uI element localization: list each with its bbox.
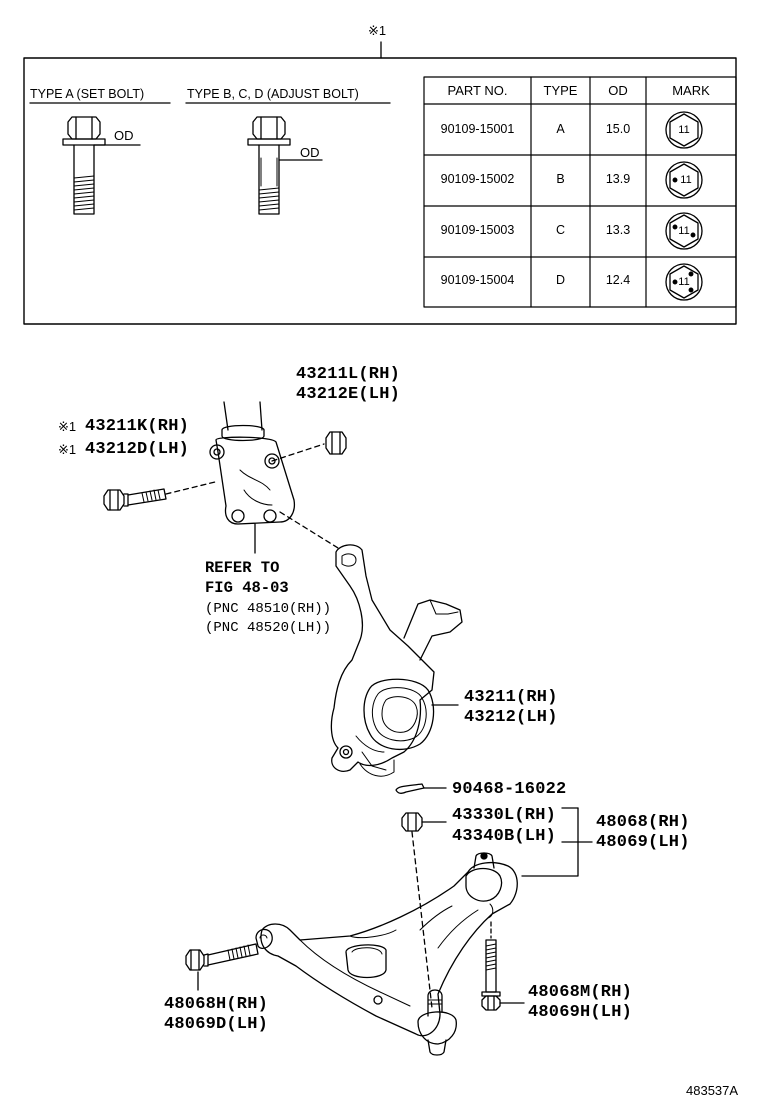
pnc-rh-label: (PNC 48510(RH)) — [205, 601, 332, 617]
rear-bolt-drawing — [481, 921, 525, 1011]
mark-d-icon — [665, 263, 703, 301]
figure-id: 483537A — [686, 1083, 739, 1098]
strut-nut-lh-callout: 43212E(LH) — [296, 385, 401, 404]
refer-fig-label: FIG 48-03 — [205, 579, 289, 597]
cotter-pin-callout: 90468-16022 — [452, 780, 567, 799]
strut-knuckle-leader — [279, 511, 339, 549]
lower-control-arm-drawing — [255, 852, 518, 1056]
rear-bolt-lh-callout: 48069H(LH) — [528, 1003, 633, 1022]
rear-bolt-rh-callout: 48068M(RH) — [528, 983, 633, 1002]
strut-bolt-note-mark: ※1 — [58, 419, 77, 434]
table-header-type: TYPE — [543, 83, 578, 98]
table-cell-od: 12.4 — [605, 273, 631, 287]
mark-c-icon — [665, 212, 703, 250]
arm-callout-bracket — [521, 807, 593, 877]
table-cell-part-no: 90109-15002 — [440, 172, 515, 186]
front-bolt-rh-callout: 48068H(RH) — [164, 995, 269, 1014]
mark-a-icon — [665, 111, 703, 149]
table-cell-part-no: 90109-15003 — [440, 223, 515, 237]
table-cell-od: 13.9 — [605, 172, 631, 186]
table-header-od: OD — [608, 83, 628, 98]
table-cell-type: B — [556, 172, 565, 186]
table-cell-type: D — [555, 273, 566, 287]
type-a-bolt-drawing — [62, 116, 141, 215]
strut-assembly-drawing — [209, 401, 296, 554]
mark-b-label: 11 — [680, 174, 692, 186]
mark-d-label: 11 — [678, 276, 690, 288]
table-cell-part-no: 90109-15001 — [440, 122, 515, 136]
mark-c-label: 11 — [678, 225, 690, 237]
strut-nut-drawing — [271, 431, 347, 462]
lower-arm-rh-callout: 48068(RH) — [596, 813, 690, 832]
strut-bolt-lh-callout: 43212D(LH) — [85, 440, 190, 459]
castle-nut-rh-callout: 43330L(RH) — [452, 806, 557, 825]
table-cell-type: A — [556, 122, 565, 136]
front-bolt-lh-callout: 48069D(LH) — [164, 1015, 269, 1034]
strut-bolt-drawing — [103, 481, 216, 511]
type-bcd-label: TYPE B, C, D (ADJUST BOLT) — [187, 87, 359, 101]
strut-nut-rh-callout: 43211L(RH) — [296, 365, 401, 384]
lower-arm-lh-callout: 48069(LH) — [596, 833, 690, 852]
table-cell-type: C — [555, 223, 566, 237]
castle-nut-drawing — [401, 812, 447, 1009]
knuckle-lh-callout: 43212(LH) — [464, 708, 558, 727]
type-bcd-bolt-drawing — [247, 116, 323, 215]
refer-to-label: REFER TO — [205, 559, 280, 577]
pnc-lh-label: (PNC 48520(LH)) — [205, 620, 332, 636]
cotter-pin-drawing — [395, 783, 447, 794]
table-cell-part-no: 90109-15004 — [440, 273, 515, 287]
type-bcd-od-label: OD — [300, 145, 320, 160]
table-header-part-no: PART NO. — [447, 83, 508, 98]
castle-nut-lh-callout: 43340B(LH) — [452, 827, 557, 846]
mark-a-label: 11 — [678, 124, 690, 136]
table-cell-od: 13.3 — [605, 223, 631, 237]
table-header-mark: MARK — [672, 83, 710, 98]
note-symbol: ※1 — [368, 23, 387, 38]
table-cell-od: 15.0 — [605, 122, 631, 136]
bolt-table-grid — [423, 76, 737, 308]
mark-b-icon — [665, 161, 703, 199]
steering-knuckle-drawing — [330, 544, 463, 777]
strut-bolt-note-mark: ※1 — [58, 442, 77, 457]
type-a-od-label: OD — [114, 128, 134, 143]
front-bolt-drawing — [185, 943, 259, 991]
strut-bolt-rh-callout: 43211K(RH) — [85, 417, 190, 436]
knuckle-rh-callout: 43211(RH) — [464, 688, 558, 707]
type-a-label: TYPE A (SET BOLT) — [30, 87, 145, 101]
